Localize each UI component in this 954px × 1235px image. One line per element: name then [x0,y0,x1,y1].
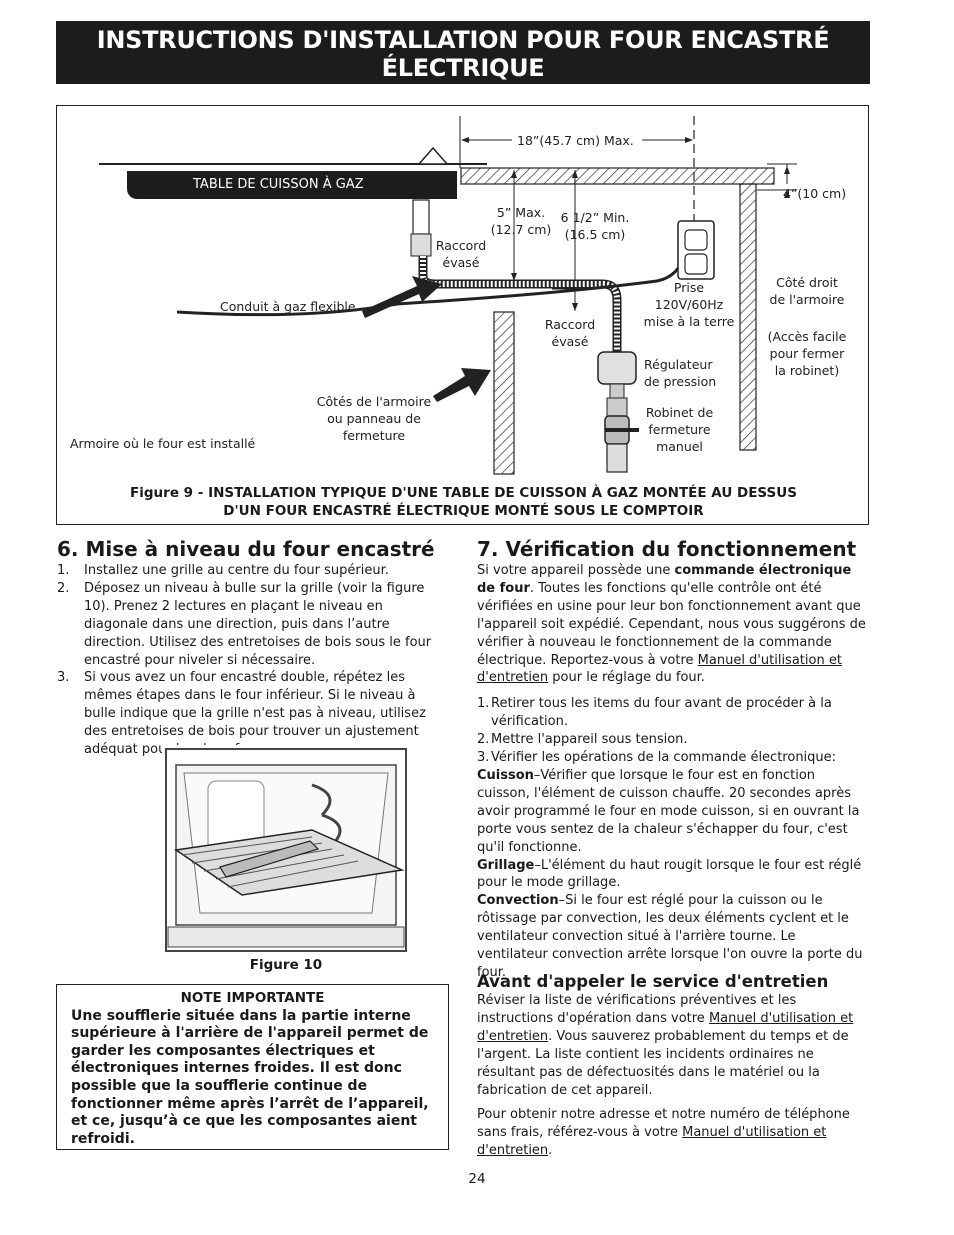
note-body: Une soufflerie située dans la partie int… [71,1007,429,1147]
service-paragraph-2: Pour obtenir notre adresse et notre numé… [477,1107,850,1159]
manual-link: Manuel d'utilisation et d'entretien [477,1125,827,1159]
list-item: 2.Mettre l'appareil sous tension. [477,732,688,748]
list-item: 3.Vérifier les opérations de la commande… [477,750,837,766]
figure-9-caption: Figure 9 - INSTALLATION TYPIQUE D'UNE TA… [130,485,797,519]
bubble-level-icon [219,840,320,878]
grillage-paragraph: Grillage–L'élément du haut rougit lorsqu… [477,857,862,891]
service-heading: Avant d'appeler le service d'entretien [477,972,829,991]
gas-cooktop-label: TABLE DE CUISSON À GAZ [127,171,457,199]
service-body: Réviser la liste de vérifications préven… [477,992,869,1160]
page-title: INSTRUCTIONS D'INSTALLATION POUR FOUR EN… [96,26,830,82]
label-6-min: 6 1/2” Min.(16.5 cm) [560,210,630,242]
manual-link: Manuel d'utilisation et d'entretien [477,1010,854,1044]
label-cabinet: Armoire où le four est installé [70,436,256,451]
section-6-heading: 6. Mise à niveau du four encastré [57,537,435,561]
list-item: 1.Installez une grille au centre du four… [57,563,389,578]
service-paragraph-1: Réviser la liste de vérifications préven… [477,993,854,1098]
section-6-body: 1.Installez une grille au centre du four… [57,562,447,759]
manual-link: Manuel d'utilisation et d'entretien [477,652,842,686]
pressure-regulator-icon [597,351,637,385]
cuisson-paragraph: Cuisson–Vérifier que lorsque le four est… [477,767,860,855]
section-7-body: Si votre appareil possède une commande é… [477,562,869,982]
oven-rack-level-illustration [162,745,410,955]
label-flex-conduit: Conduit à gaz flexible [220,299,356,314]
oven-rack-icon [173,829,405,896]
burner-grate-icon [417,146,449,165]
section-7-intro: Si votre appareil possède une commande é… [477,563,866,686]
label-18-max: 18”(45.7 cm) Max. [517,133,634,148]
installation-diagram [99,116,797,475]
section-7-heading: 7. Vérification du fonctionnement [477,537,857,561]
label-5-max: 5” Max.(12.7 cm) [490,205,552,237]
page-number: 24 [468,1171,486,1187]
convection-paragraph: Convection–Si le four est réglé pour la … [477,893,863,980]
label-4-min: 4”(10 cm) [783,186,847,201]
page-subtitle: (Combiné à une table de cuisson électriq… [234,84,692,99]
figure-10-caption: Figure 10 [249,957,323,973]
note-title: NOTE IMPORTANTE [180,990,325,1006]
list-item: 1.Retirer tous les items du four avant d… [477,696,832,730]
arrow-icon [362,276,442,318]
important-note: NOTE IMPORTANTE Une soufflerie située da… [56,984,449,1150]
arrow-icon [433,368,491,402]
figure-9: TABLE DE CUISSON À GAZ 18”(45.7 cm) Max.… [56,105,869,525]
list-item: 2.Déposez un niveau à bulle sur la grill… [57,580,432,668]
header-banner: INSTRUCTIONS D'INSTALLATION POUR FOUR EN… [56,21,870,99]
